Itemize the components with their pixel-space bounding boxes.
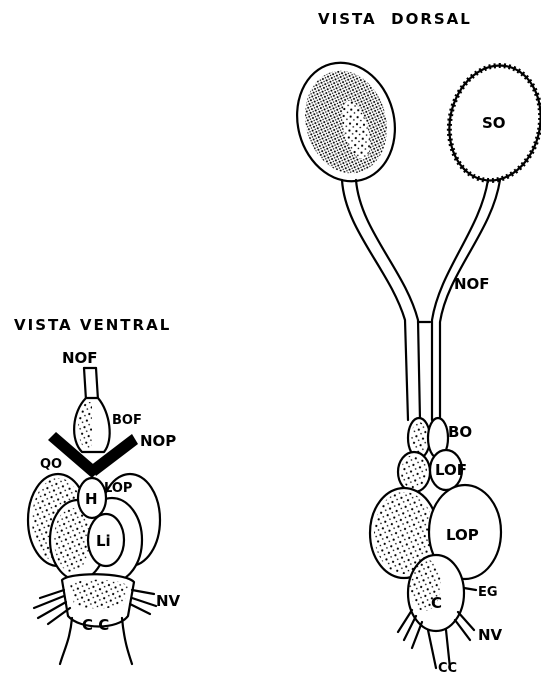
label-nv-ventral: NV <box>156 592 181 610</box>
label-lop-dorsal: LOP <box>446 526 479 544</box>
label-h: H <box>85 490 98 508</box>
title-vista-ventral: VISTA VENTRAL <box>14 316 171 334</box>
label-so: SO <box>482 114 506 132</box>
dorsal-left-eye <box>284 52 408 193</box>
dorsal-optic-nerves <box>342 180 500 420</box>
label-nof-dorsal: NOF <box>454 275 490 293</box>
label-lop-ventral: LOP <box>104 481 132 496</box>
label-eg: EG <box>478 585 498 600</box>
label-cc-dorsal: CC <box>438 661 457 675</box>
ventral-view: NOF BOF NOP QO LOP H Li <box>28 349 181 664</box>
label-bof: BOF <box>112 413 142 428</box>
label-nv-dorsal: NV <box>478 626 503 644</box>
ventral-olfactory <box>74 368 110 452</box>
label-nop: NOP <box>140 432 176 450</box>
label-li: Li <box>96 532 111 550</box>
label-nof-ventral: NOF <box>62 349 98 367</box>
title-vista-dorsal: VISTA DORSAL <box>318 10 472 28</box>
label-cc-ventral: C C <box>82 616 109 634</box>
label-qo: QO <box>40 457 62 472</box>
label-bo: BO <box>448 423 472 441</box>
label-c: C <box>431 594 442 612</box>
dorsal-view: SO NOF BO LOF LOP <box>284 52 541 675</box>
label-lof: LOF <box>435 461 467 479</box>
